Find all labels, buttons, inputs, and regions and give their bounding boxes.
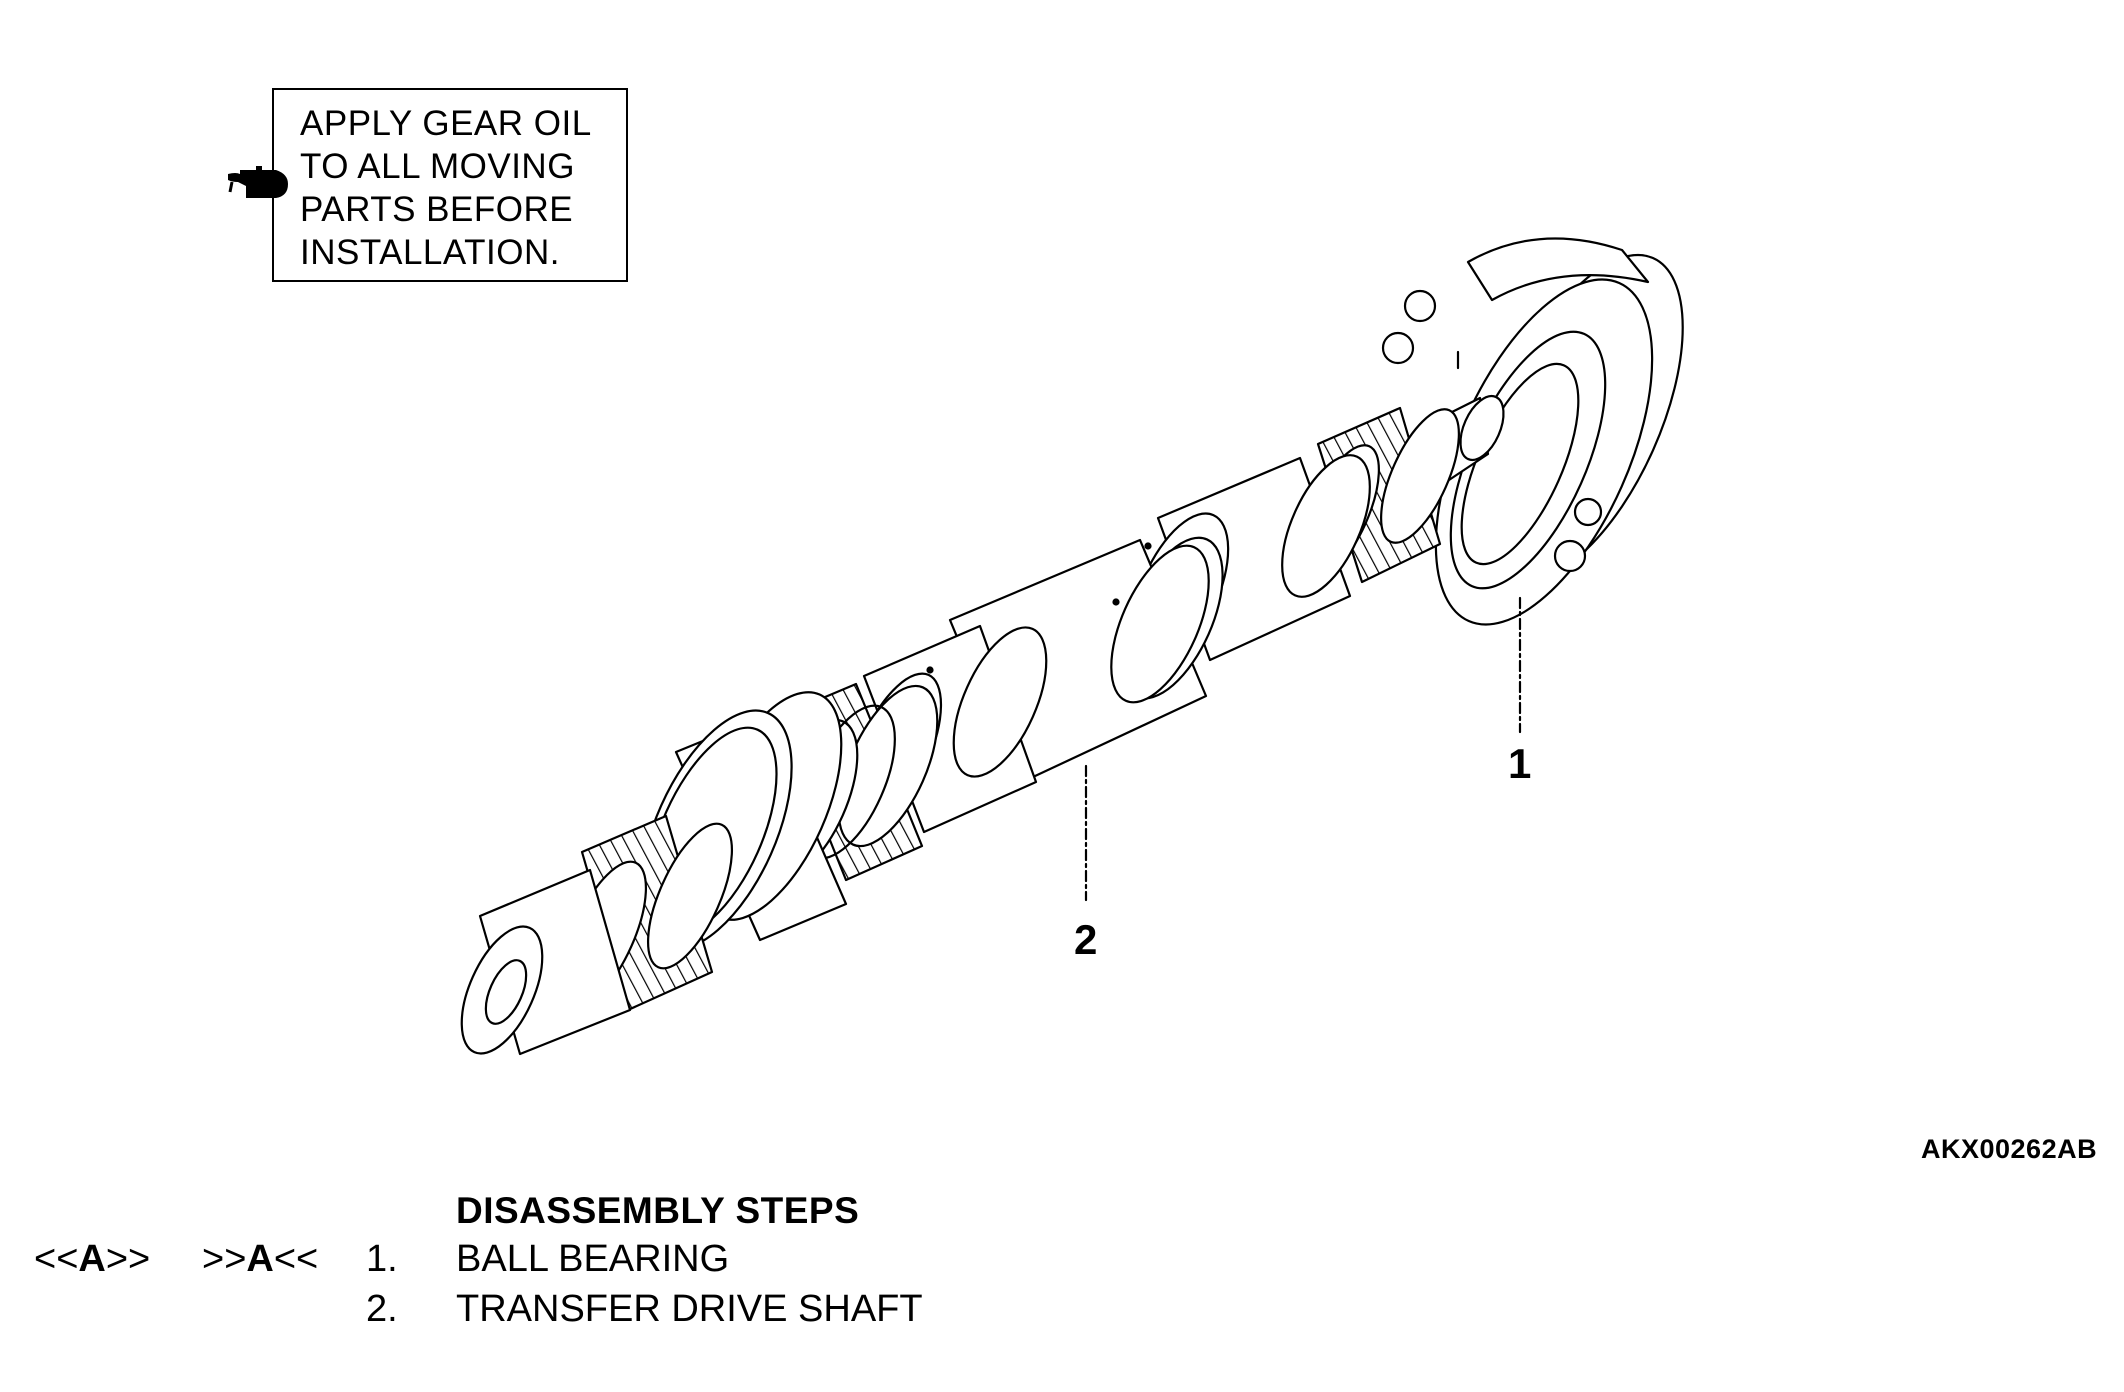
note-line: TO ALL MOVING bbox=[300, 147, 575, 186]
callout-part-2: 2 bbox=[1074, 916, 1098, 963]
instruction-note: APPLY GEAR OIL TO ALL MOVING PARTS BEFOR… bbox=[300, 102, 592, 274]
ref-bracket: << bbox=[34, 1238, 79, 1280]
step-label: BALL BEARING bbox=[456, 1238, 730, 1280]
step-number: 1. bbox=[366, 1238, 398, 1280]
ball-bearing-part bbox=[1381, 237, 1684, 626]
steps-title: DISASSEMBLY STEPS bbox=[456, 1190, 860, 1231]
step-label: TRANSFER DRIVE SHAFT bbox=[456, 1288, 923, 1330]
note-line: APPLY GEAR OIL bbox=[300, 104, 592, 143]
step-number: 2. bbox=[366, 1288, 398, 1330]
steps-list: <<A>> >>A<< 1. BALL BEARING 2. TRANSFER … bbox=[0, 1238, 1100, 1338]
ref-bracket: >> bbox=[202, 1238, 247, 1280]
note-line: PARTS BEFORE bbox=[300, 190, 574, 229]
step-row: <<A>> >>A<< 1. BALL BEARING bbox=[0, 1238, 1100, 1288]
disassembly-ref: <<A>> bbox=[34, 1238, 150, 1281]
note-line: INSTALLATION. bbox=[300, 233, 560, 272]
reassembly-ref: >>A<< bbox=[202, 1238, 318, 1281]
front-nose bbox=[460, 868, 632, 1056]
ref-letter: A bbox=[246, 1238, 274, 1280]
step-row: 2. TRANSFER DRIVE SHAFT bbox=[0, 1288, 1100, 1338]
ref-letter: A bbox=[78, 1238, 106, 1280]
oil-can-icon bbox=[228, 166, 288, 198]
callout-part-1: 1 bbox=[1508, 740, 1532, 787]
figure-id: AKX00262AB bbox=[1921, 1134, 2098, 1164]
ref-bracket: << bbox=[273, 1238, 319, 1280]
ref-bracket: >> bbox=[105, 1238, 151, 1280]
